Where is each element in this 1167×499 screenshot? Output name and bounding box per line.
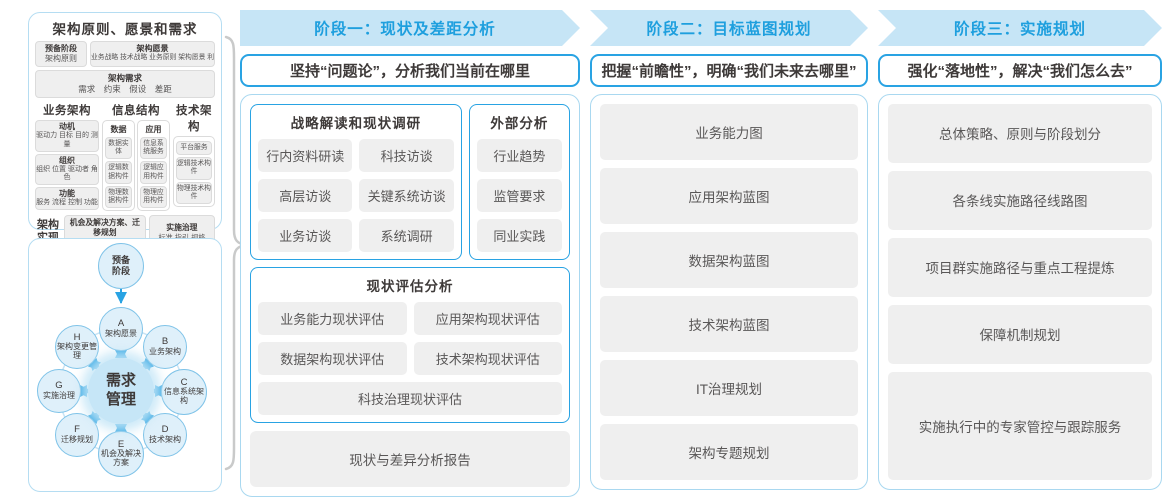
- prep-phase-title: 预备阶段: [45, 44, 77, 53]
- logical-data-box: 逻辑数据构件: [105, 161, 132, 184]
- list-item: 数据架构蓝图: [600, 232, 858, 288]
- phase-1-subtitle: 坚持“问题论”，分析我们当前在哪里: [240, 54, 580, 87]
- adm-node-e: E 机会及解决方案: [98, 431, 144, 477]
- vision-sub: 业务战略 技术战略 业务原则 架构愿景 利益相关者: [91, 54, 215, 61]
- adm-node-f: F 迁移规划: [55, 413, 99, 457]
- logical-app-box: 逻辑应用构件: [140, 161, 167, 184]
- phase-3-content: 总体策略、原则与阶段划分 各条线实施路径线路图 项目群实施路径与重点工程提炼 保…: [878, 94, 1162, 490]
- gap-analysis-report-box: 现状与差异分析报告: [250, 431, 570, 487]
- external-group-title: 外部分析: [490, 116, 549, 131]
- requirements-sub: 需求 约束 假设 差距: [78, 84, 172, 95]
- organization-box: 组织 组织 位置 驱动者 角色: [35, 153, 99, 186]
- phase-3-subtitle: 强化“落地性”，解决“我们怎么去”: [878, 54, 1162, 87]
- phase-1-content: 战略解读和现状调研 行内资料研读 科技访谈 高层访谈 关键系统访谈 业务访谈 系…: [240, 94, 580, 497]
- information-structure-column: 信息结构 数据 数据实体 逻辑数据构件 物理数据构件 应用 信息系统服务 逻辑应…: [102, 102, 170, 212]
- application-subcolumn: 应用 信息系统服务 逻辑应用构件 物理应用构件: [137, 120, 170, 212]
- list-item: 业务访谈: [258, 219, 353, 252]
- business-architecture-column: 业务架构 动机 驱动力 目标 目的 测量 组织 组织 位置 驱动者 角色 功能 …: [35, 102, 99, 211]
- phase-2-column: 阶段二：目标蓝图规划 把握“前瞻性”，明确“我们未来去哪里” 业务能力图 应用架…: [590, 10, 868, 490]
- information-structure-header: 信息结构: [112, 105, 160, 118]
- list-item: IT治理规划: [600, 360, 858, 416]
- platform-service-box: 平台服务: [176, 141, 212, 156]
- strategy-research-group: 战略解读和现状调研 行内资料研读 科技访谈 高层访谈 关键系统访谈 业务访谈 系…: [250, 104, 462, 260]
- requirements-row: 架构需求 需求 约束 假设 差距: [35, 70, 215, 99]
- list-item: 高层访谈: [258, 179, 353, 212]
- phase-3-header-band: 阶段三：实施规划: [878, 10, 1162, 46]
- motivation-box: 动机 驱动力 目标 目的 测量: [35, 120, 99, 152]
- phase-1-column: 阶段一：现状及差距分析 坚持“问题论”，分析我们当前在哪里 战略解读和现状调研 …: [240, 10, 580, 497]
- phase-1-header-band: 阶段一：现状及差距分析: [240, 10, 580, 46]
- list-item: 项目群实施路径与重点工程提炼: [888, 237, 1152, 297]
- list-item: 科技治理现状评估: [258, 382, 562, 415]
- list-item: 应用架构现状评估: [413, 302, 562, 335]
- list-item: 技术架构蓝图: [600, 296, 858, 352]
- phase-3-column: 阶段三：实施规划 强化“落地性”，解决“我们怎么去” 总体策略、原则与阶段划分 …: [878, 10, 1162, 490]
- technology-architecture-column: 技术架构 平台服务 逻辑技术构件 物理技术构件: [173, 102, 215, 211]
- technology-architecture-header: 技术架构: [176, 105, 212, 134]
- physical-tech-box: 物理技术构件: [176, 181, 212, 204]
- list-item: 架构专题规划: [600, 424, 858, 480]
- list-item: 行业趋势: [476, 139, 562, 172]
- list-item: 技术架构现状评估: [413, 342, 562, 375]
- data-entity-box: 数据实体: [105, 137, 132, 160]
- list-item: 业务能力图: [600, 104, 858, 160]
- adm-node-g: G 实施治理: [37, 369, 81, 413]
- list-item: 系统调研: [359, 219, 454, 252]
- adm-node-b: B 业务架构: [143, 325, 187, 369]
- technology-items-wrap: 平台服务 逻辑技术构件 物理技术构件: [173, 136, 215, 207]
- business-architecture-header: 业务架构: [43, 105, 91, 118]
- architecture-vision-box: 架构愿景 业务战略 技术战略 业务原则 架构愿景 利益相关者: [90, 41, 215, 67]
- adm-prep-phase-circle: 预备阶段: [98, 243, 144, 289]
- physical-app-box: 物理应用构件: [140, 185, 167, 209]
- vision-title: 架构愿景: [136, 44, 169, 53]
- list-item: 保障机制规划: [888, 304, 1152, 364]
- phase-2-subtitle: 把握“前瞻性”，明确“我们未来去哪里”: [590, 54, 868, 87]
- info-system-service-box: 信息系统服务: [140, 137, 167, 160]
- prep-vision-row: 预备阶段 架构原则 架构愿景 业务战略 技术战略 业务原则 架构愿景 利益相关者: [35, 41, 215, 67]
- external-analysis-group: 外部分析 行业趋势 监管要求 同业实践: [468, 104, 570, 260]
- adm-node-h: H 架构变更管理: [55, 325, 99, 369]
- architecture-domains-row: 业务架构 动机 驱动力 目标 目的 测量 组织 组织 位置 驱动者 角色 功能 …: [35, 102, 215, 212]
- list-item: 科技访谈: [359, 139, 454, 172]
- panel-title: 架构原则、愿景和需求: [52, 22, 198, 37]
- list-item: 业务能力现状评估: [258, 302, 407, 335]
- requirements-title: 架构需求: [107, 73, 142, 83]
- list-item: 同业实践: [476, 219, 562, 252]
- assessment-group-title: 现状评估分析: [366, 279, 454, 294]
- adm-cycle-panel: 预备阶段 A 架构愿景 B 业务架构 C 信息系统架构 D 技术架构 E 机会及…: [28, 238, 222, 492]
- prep-phase-sub: 架构原则: [45, 54, 77, 63]
- function-box: 功能 服务 流程 控制 功能: [35, 187, 99, 210]
- list-item: 关键系统访谈: [359, 179, 454, 212]
- list-item: 监管要求: [476, 179, 562, 212]
- phases-area: 阶段一：现状及差距分析 坚持“问题论”，分析我们当前在哪里 战略解读和现状调研 …: [240, 10, 1162, 497]
- assessment-group: 现状评估分析 业务能力现状评估 应用架构现状评估 数据架构现状评估 技术架构现状…: [250, 267, 570, 423]
- adm-node-a: A 架构愿景: [99, 307, 143, 351]
- data-subcolumn: 数据 数据实体 逻辑数据构件 物理数据构件: [102, 120, 135, 212]
- phase-2-content: 业务能力图 应用架构蓝图 数据架构蓝图 技术架构蓝图 IT治理规划 架构专题规划: [590, 94, 868, 490]
- prep-phase-box: 预备阶段 架构原则: [35, 41, 87, 67]
- adm-requirements-management-circle: 需求管理: [88, 358, 154, 424]
- physical-data-box: 物理数据构件: [105, 185, 132, 209]
- architecture-principles-panel: 架构原则、愿景和需求 预备阶段 架构原则 架构愿景 业务战略 技术战略 业务原则…: [28, 12, 222, 250]
- architecture-requirements-box: 架构需求 需求 约束 假设 差距: [35, 70, 215, 99]
- adm-node-c: C 信息系统架构: [161, 369, 207, 415]
- strategy-group-title: 战略解读和现状调研: [290, 116, 422, 131]
- logical-tech-box: 逻辑技术构件: [176, 157, 212, 180]
- adm-node-d: D 技术架构: [143, 413, 187, 457]
- phase-2-header-band: 阶段二：目标蓝图规划: [590, 10, 868, 46]
- list-item: 总体策略、原则与阶段划分: [888, 104, 1152, 163]
- list-item: 应用架构蓝图: [600, 168, 858, 224]
- list-item: 行内资料研读: [258, 139, 353, 172]
- list-item: 数据架构现状评估: [258, 342, 407, 375]
- list-item: 各条线实施路径线路图: [888, 170, 1152, 230]
- list-item: 实施执行中的专家管控与跟踪服务: [888, 371, 1152, 481]
